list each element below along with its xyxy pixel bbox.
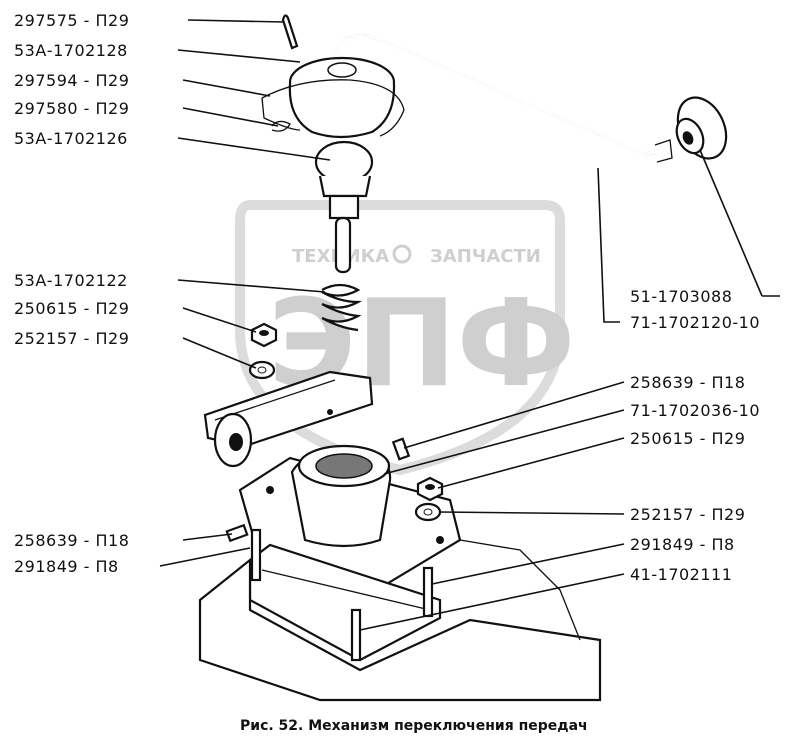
label-ball-support: 53А-1702126	[14, 129, 128, 148]
ball-support	[314, 140, 374, 274]
nut-right	[416, 476, 444, 502]
label-stud-right: 291849 - П8	[630, 535, 735, 554]
label-spring: 53А-1702122	[14, 271, 128, 290]
label-cotter-pin: 297575 - П29	[14, 11, 129, 30]
label-nut-left: 250615 - П29	[14, 299, 129, 318]
nut-left	[250, 322, 278, 348]
label-clip-pin: 297580 - П29	[14, 99, 129, 118]
leader-lines	[159, 19, 780, 631]
cotter-pin	[281, 14, 299, 50]
label-pin-right: 258639 - П18	[630, 373, 745, 392]
studs	[250, 528, 434, 662]
watermark-gear-icon	[392, 244, 412, 264]
label-rubber-boot: 53А-1702128	[14, 41, 128, 60]
label-washer-left: 252157 - П29	[14, 329, 129, 348]
spring-clip	[261, 79, 405, 137]
washer-right	[414, 502, 442, 522]
shift-lever-rod	[328, 33, 673, 163]
label-shift-lever: 71-1702120-10	[630, 313, 760, 332]
label-pin-bottom-left: 258639 - П18	[14, 531, 129, 550]
pin-right	[391, 437, 411, 461]
label-gasket: 41-1702111	[630, 565, 732, 584]
figure-caption: Рис. 52. Механизм переключения передач	[240, 718, 588, 734]
gearbox-base	[198, 539, 602, 702]
spring	[321, 283, 363, 332]
label-washer-right: 252157 - П29	[630, 505, 745, 524]
label-spring-clip: 297594 - П29	[14, 71, 129, 90]
label-nut-right: 250615 - П29	[630, 429, 745, 448]
label-stud-left: 291849 - П8	[14, 557, 119, 576]
watermark-text-2: ЗАПЧАСТИ	[430, 246, 541, 267]
rubber-boot	[288, 56, 396, 139]
label-shift-knob: 51-1703088	[630, 287, 732, 306]
label-housing: 71-1702036-10	[630, 401, 760, 420]
washer-left	[248, 360, 276, 380]
shift-knob	[675, 96, 728, 160]
lever-bracket	[203, 370, 374, 468]
pin-bottom-left	[225, 523, 249, 543]
